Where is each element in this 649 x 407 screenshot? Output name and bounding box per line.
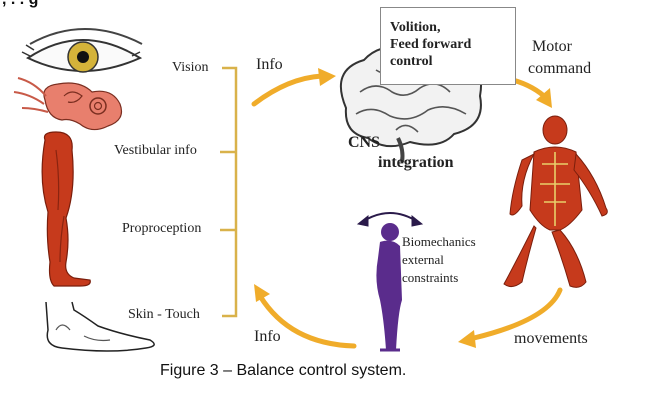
movements-label: movements bbox=[514, 330, 588, 347]
arrow-info-to-cns bbox=[251, 73, 325, 107]
volition-line-3: control bbox=[390, 54, 433, 69]
biomechanics-line-3: constraints bbox=[402, 270, 459, 285]
cycle-arrowheads bbox=[254, 68, 552, 348]
info-top-label: Info bbox=[256, 56, 283, 73]
sensor-vision-label: Vision bbox=[172, 60, 209, 75]
biomechanics-line-2: external bbox=[402, 252, 444, 267]
leg-muscle-icon bbox=[41, 131, 91, 287]
sensor-proprioception-label: Proproception bbox=[122, 221, 202, 236]
foot-icon bbox=[45, 301, 155, 352]
muscle-figure-icon bbox=[503, 115, 608, 288]
sensor-skin-label: Skin - Touch bbox=[128, 307, 200, 322]
sway-double-arrow bbox=[356, 212, 424, 227]
volition-line-1: Volition, bbox=[390, 20, 441, 35]
motor-command-line-2: command bbox=[528, 60, 592, 77]
sensor-vestibular-label: Vestibular info bbox=[114, 143, 197, 158]
volition-line-2: Feed forward bbox=[390, 37, 472, 52]
sensor-bracket bbox=[220, 66, 238, 318]
integration-label: integration bbox=[378, 154, 454, 171]
inner-ear-icon bbox=[13, 77, 123, 131]
info-bottom-label: Info bbox=[254, 328, 281, 345]
figure-caption: Figure 3 – Balance control system. bbox=[160, 362, 407, 379]
biomechanics-line-1: Biomechanics bbox=[402, 234, 476, 249]
eye-icon bbox=[21, 28, 143, 73]
arrow-motor-to-movements bbox=[471, 287, 563, 341]
arrow-movements-to-info bbox=[257, 293, 357, 349]
top-cut-text: , . . g bbox=[2, 0, 38, 9]
standing-person-icon bbox=[376, 223, 402, 352]
volition-box bbox=[380, 7, 516, 85]
cns-label: CNS bbox=[348, 134, 381, 151]
motor-command-line-1: Motor bbox=[532, 38, 572, 55]
